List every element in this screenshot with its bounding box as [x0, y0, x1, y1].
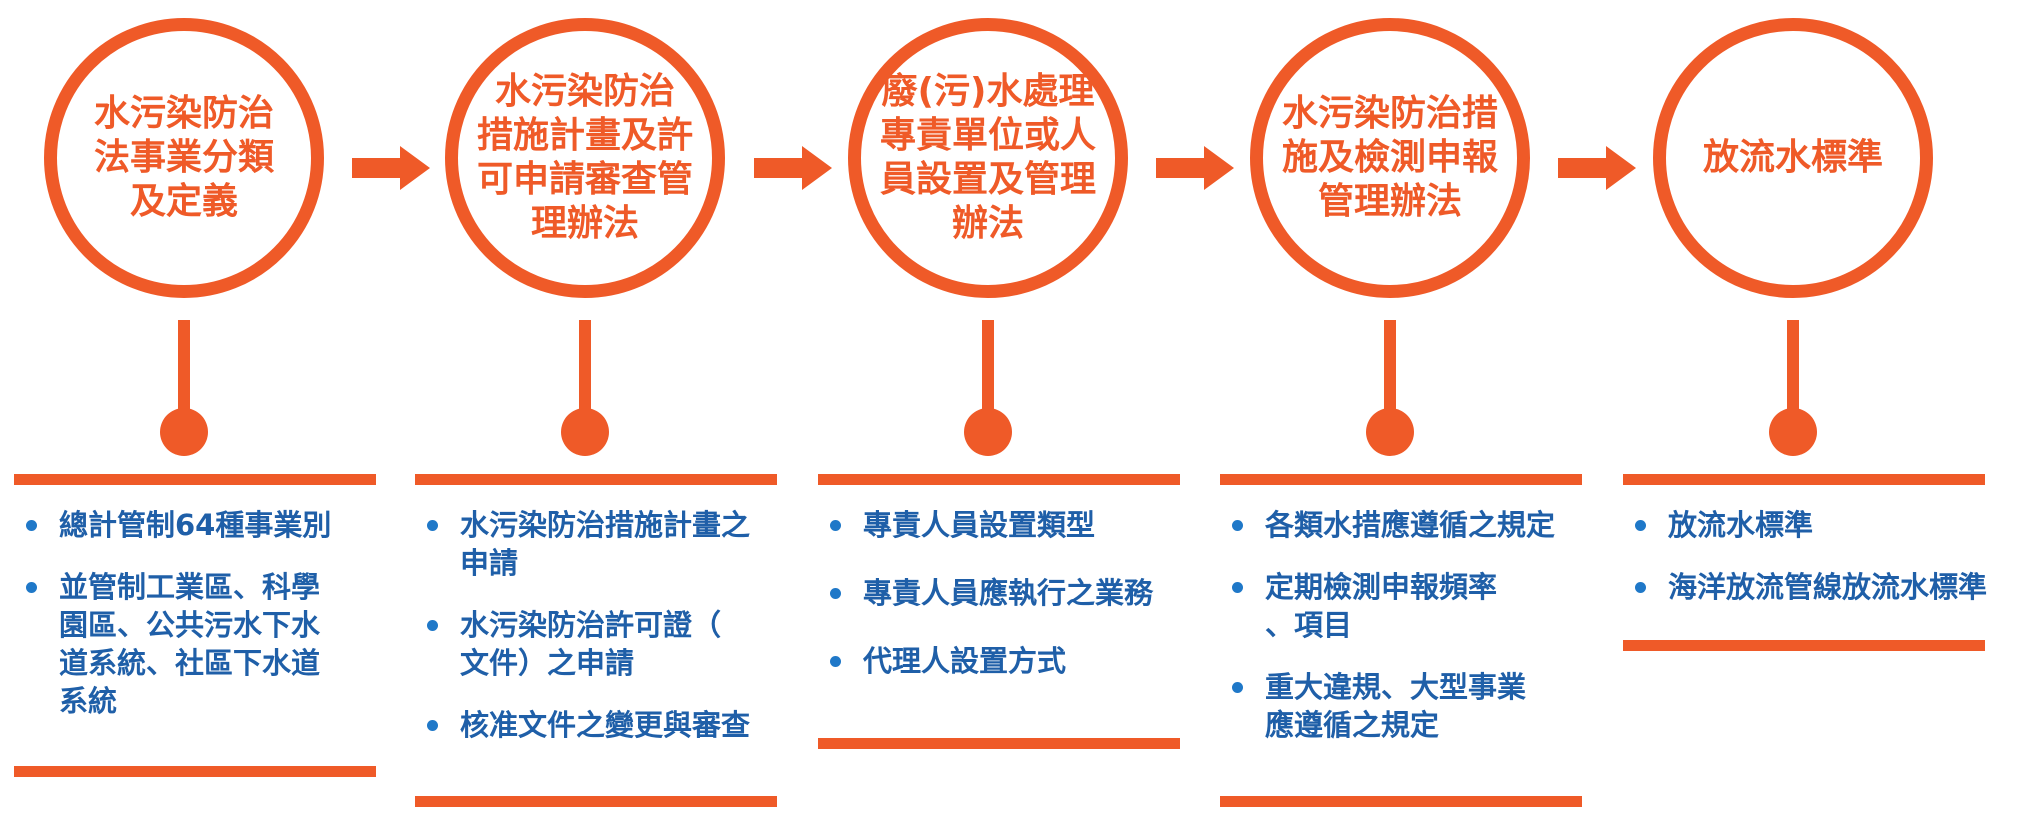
step-2-title: 水污染防治 措施計畫及許 可申請審查管 理辦法	[476, 71, 693, 244]
step-5-top-bar	[1623, 474, 1985, 485]
right-arrow-icon	[1156, 146, 1234, 190]
step-3: 廢(污)水處理 專責單位或人 員設置及管理 辦法 專責人員設置類型 專責人員應執…	[818, 0, 1180, 830]
list-item-text: 代理人設置方式	[863, 644, 1067, 678]
bullet-dot	[1635, 582, 1646, 593]
list-item-text: 定期檢測申報頻率 、項目	[1265, 570, 1498, 642]
step-5-title: 放流水標準	[1702, 137, 1883, 178]
step-1-circle: 水污染防治 法事業分類 及定義	[44, 18, 324, 298]
step-5-bottom-bar	[1623, 640, 1985, 651]
right-arrow-icon	[754, 146, 832, 190]
list-item: 代理人設置方式	[826, 642, 1186, 680]
step-1-top-bar	[14, 474, 376, 485]
bullet-dot	[1635, 520, 1646, 531]
bullet-dot	[427, 520, 438, 531]
list-item-text: 放流水標準	[1668, 508, 1814, 542]
list-item-text: 各類水措應遵循之規定	[1265, 508, 1556, 542]
step-4-connector	[1384, 320, 1396, 412]
right-arrow-icon	[1558, 146, 1636, 190]
bullet-dot	[830, 588, 841, 599]
bullet-dot	[1232, 582, 1243, 593]
step-2-bottom-bar	[415, 796, 777, 807]
list-item: 海洋放流管線放流水標準	[1631, 568, 2011, 606]
step-5-list: 放流水標準 海洋放流管線放流水標準	[1631, 506, 2011, 630]
step-5-circle: 放流水標準	[1653, 18, 1933, 298]
bullet-dot	[26, 582, 37, 593]
right-arrow-icon	[352, 146, 430, 190]
step-3-node-dot	[964, 408, 1012, 456]
list-item: 定期檢測申報頻率 、項目	[1228, 568, 1588, 644]
step-2-connector	[579, 320, 591, 412]
list-item: 核准文件之變更與審查	[423, 706, 783, 744]
step-3-top-bar	[818, 474, 1180, 485]
list-item: 重大違規、大型事業 應遵循之規定	[1228, 668, 1588, 744]
step-2: 水污染防治 措施計畫及許 可申請審查管 理辦法 水污染防治措施計畫之 申請 水污…	[415, 0, 777, 830]
step-3-connector	[982, 320, 994, 412]
step-4-circle: 水污染防治措 施及檢測申報 管理辦法	[1250, 18, 1530, 298]
step-3-bottom-bar	[818, 738, 1180, 749]
list-item-text: 並管制工業區、科學 園區、公共污水下水 道系統、社區下水道 系統	[59, 570, 321, 718]
list-item-text: 水污染防治措施計畫之 申請	[460, 508, 751, 580]
step-1-bottom-bar	[14, 766, 376, 777]
bullet-dot	[26, 520, 37, 531]
list-item: 專責人員設置類型	[826, 506, 1186, 544]
list-item: 放流水標準	[1631, 506, 2011, 544]
list-item: 專責人員應執行之業務	[826, 574, 1186, 612]
step-4-title: 水污染防治措 施及檢測申報 管理辦法	[1281, 93, 1498, 222]
list-item: 總計管制64種事業別	[22, 506, 382, 544]
step-3-title: 廢(污)水處理 專責單位或人 員設置及管理 辦法	[879, 71, 1096, 244]
step-2-list: 水污染防治措施計畫之 申請 水污染防治許可證（ 文件）之申請 核准文件之變更與審…	[423, 506, 783, 768]
bullet-dot	[830, 656, 841, 667]
step-4-bottom-bar	[1220, 796, 1582, 807]
list-item-text: 水污染防治許可證（ 文件）之申請	[460, 608, 722, 680]
step-2-top-bar	[415, 474, 777, 485]
step-5: 放流水標準 放流水標準 海洋放流管線放流水標準	[1623, 0, 1987, 830]
step-4-node-dot	[1366, 408, 1414, 456]
step-4-list: 各類水措應遵循之規定 定期檢測申報頻率 、項目 重大違規、大型事業 應遵循之規定	[1228, 506, 1588, 768]
step-1-title: 水污染防治 法事業分類 及定義	[93, 93, 274, 222]
list-item-text: 重大違規、大型事業 應遵循之規定	[1265, 670, 1527, 742]
bullet-dot	[830, 520, 841, 531]
step-1: 水污染防治 法事業分類 及定義 總計管制64種事業別 並管制工業區、科學 園區、…	[14, 0, 376, 830]
list-item-text: 專責人員應執行之業務	[863, 576, 1154, 610]
bullet-dot	[427, 620, 438, 631]
bullet-dot	[1232, 682, 1243, 693]
step-5-node-dot	[1769, 408, 1817, 456]
bullet-dot	[1232, 520, 1243, 531]
step-3-circle: 廢(污)水處理 專責單位或人 員設置及管理 辦法	[848, 18, 1128, 298]
list-item: 並管制工業區、科學 園區、公共污水下水 道系統、社區下水道 系統	[22, 568, 382, 720]
step-5-connector	[1787, 320, 1799, 412]
step-1-list: 總計管制64種事業別 並管制工業區、科學 園區、公共污水下水 道系統、社區下水道…	[22, 506, 382, 744]
step-2-circle: 水污染防治 措施計畫及許 可申請審查管 理辦法	[445, 18, 725, 298]
step-3-list: 專責人員設置類型 專責人員應執行之業務 代理人設置方式	[826, 506, 1186, 704]
step-4: 水污染防治措 施及檢測申報 管理辦法 各類水措應遵循之規定 定期檢測申報頻率 、…	[1220, 0, 1582, 830]
list-item: 水污染防治許可證（ 文件）之申請	[423, 606, 783, 682]
list-item-text: 海洋放流管線放流水標準	[1668, 570, 1988, 604]
step-2-node-dot	[561, 408, 609, 456]
list-item: 各類水措應遵循之規定	[1228, 506, 1588, 544]
step-1-node-dot	[160, 408, 208, 456]
list-item-text: 總計管制64種事業別	[59, 508, 332, 542]
list-item-text: 專責人員設置類型	[863, 508, 1096, 542]
step-4-top-bar	[1220, 474, 1582, 485]
list-item: 水污染防治措施計畫之 申請	[423, 506, 783, 582]
step-1-connector	[178, 320, 190, 412]
bullet-dot	[427, 720, 438, 731]
list-item-text: 核准文件之變更與審查	[460, 708, 751, 742]
